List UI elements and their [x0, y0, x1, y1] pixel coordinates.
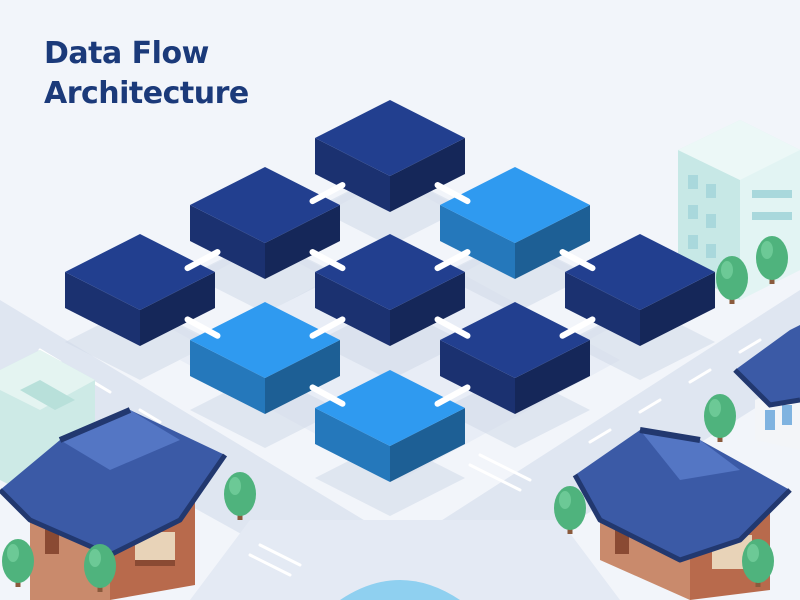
- block-face-right: [390, 272, 465, 346]
- block-face-top: [315, 100, 465, 176]
- block-face-top: [565, 234, 715, 310]
- block-face-top: [190, 302, 340, 378]
- block-face-top: [65, 234, 215, 310]
- pavilion-far-right: [733, 325, 800, 450]
- block-face-top: [440, 167, 590, 243]
- title-line-1: Data Flow: [44, 36, 209, 71]
- block-face-right: [140, 272, 215, 346]
- data-block-b5: [315, 234, 465, 346]
- connector-b8-b9: [434, 384, 471, 407]
- block-face-left: [315, 408, 390, 482]
- data-block-b9: [315, 370, 465, 482]
- data-block-b6: [565, 234, 715, 346]
- block-face-left: [315, 138, 390, 212]
- connector-b4-b7: [184, 316, 221, 339]
- trees: [2, 236, 788, 592]
- connector-b7-b9: [309, 384, 346, 407]
- data-block-b7: [190, 302, 340, 414]
- block-face-top: [315, 370, 465, 446]
- tree-8: [742, 539, 774, 587]
- tree-1: [756, 236, 788, 284]
- data-block-b2: [190, 167, 340, 279]
- page-title: Data Flow Architecture: [44, 34, 249, 114]
- connector-b5-b8: [434, 316, 471, 339]
- block-face-left: [190, 340, 265, 414]
- block-face-left: [315, 272, 390, 346]
- connector-b2-b4: [184, 249, 221, 272]
- block-face-left: [440, 340, 515, 414]
- connector-b6-b8: [559, 316, 596, 339]
- connector-b1-b2: [309, 182, 346, 205]
- tree-5: [554, 486, 586, 534]
- block-face-right: [265, 340, 340, 414]
- block-face-right: [390, 138, 465, 212]
- block-face-top: [315, 234, 465, 310]
- block-face-top: [440, 302, 590, 378]
- data-block-b3: [440, 167, 590, 279]
- connector-b3-b5: [434, 249, 471, 272]
- tree-7: [2, 539, 34, 587]
- data-blocks: [65, 100, 715, 482]
- tree-2: [716, 256, 748, 304]
- block-face-left: [65, 272, 140, 346]
- block-face-top: [190, 167, 340, 243]
- road-cross-bottom: [190, 520, 620, 600]
- tree-4: [224, 472, 256, 520]
- data-block-b4: [65, 234, 215, 346]
- title-line-2: Architecture: [44, 76, 249, 111]
- data-block-b1: [315, 100, 465, 212]
- tree-3: [704, 394, 736, 442]
- water-pool: [340, 580, 460, 600]
- block-face-left: [190, 205, 265, 279]
- pavilion-right: [572, 427, 792, 600]
- block-face-right: [265, 205, 340, 279]
- block-face-left: [565, 272, 640, 346]
- block-face-right: [515, 205, 590, 279]
- connector-b2-b5: [309, 249, 346, 272]
- block-face-right: [390, 408, 465, 482]
- data-block-b8: [440, 302, 590, 414]
- connector-b1-b3: [434, 182, 471, 205]
- block-face-left: [440, 205, 515, 279]
- block-face-right: [640, 272, 715, 346]
- connector-b3-b6: [559, 249, 596, 272]
- block-face-right: [515, 340, 590, 414]
- connector-b5-b7: [309, 316, 346, 339]
- tree-6: [84, 544, 116, 592]
